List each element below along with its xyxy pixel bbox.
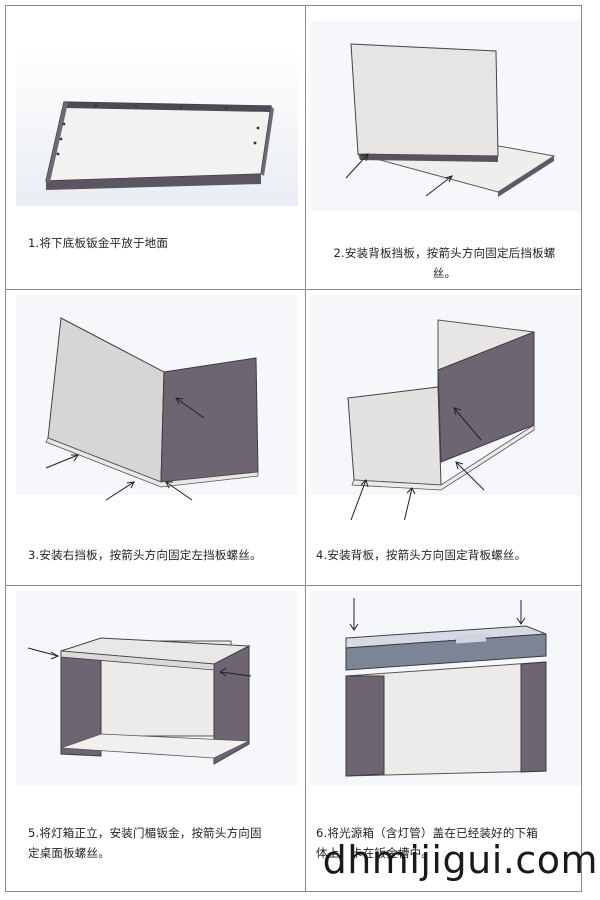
- step-2-caption-line1: 2.安装背板挡板，按箭头方向固定后挡板螺: [333, 246, 556, 260]
- step-4-illustration: [311, 295, 581, 520]
- step-1-cell: 1.将下底板钣金平放于地面: [6, 6, 305, 289]
- row-divider-2: [6, 585, 581, 586]
- step-6-caption-line2: 体上，卡在钣金槽中。: [316, 846, 433, 860]
- step-3-illustration: [16, 295, 298, 501]
- step-5-caption-line1: 5.将灯箱正立，安装门楣钣金，按箭头方向固: [28, 826, 262, 840]
- step-2-cell: 2.安装背板挡板，按箭头方向固定后挡板螺 丝。: [306, 6, 583, 289]
- step-6-illustration: [311, 591, 581, 786]
- step-4-cell: 4.安装背板，按箭头方向固定背板螺丝。: [306, 290, 583, 585]
- step-4-caption: 4.安装背板，按箭头方向固定背板螺丝。: [316, 548, 527, 562]
- step-2-illustration: [311, 21, 581, 211]
- step-3-caption: 3.安装右挡板，按箭头方向固定左挡板螺丝。: [28, 548, 262, 562]
- step-6-cell: 6.将光源箱（含灯管）盖在已经装好的下箱 体上，卡在钣金槽中。: [306, 586, 583, 892]
- instruction-table: 1.将下底板钣金平放于地面 2.安装背板挡板，按箭头方向固定后挡板螺 丝。: [5, 5, 582, 892]
- step-5-caption-line2: 定桌面板螺丝。: [28, 846, 110, 860]
- step-1-illustration: [16, 46, 298, 206]
- step-5-cell: 5.将灯箱正立，安装门楣钣金，按箭头方向固 定桌面板螺丝。: [6, 586, 305, 892]
- column-divider: [305, 6, 306, 891]
- watermark: dhmijigui.com: [322, 838, 598, 882]
- step-1-caption: 1.将下底板钣金平放于地面: [28, 236, 169, 250]
- step-5-illustration: [16, 591, 298, 786]
- row-divider-1: [6, 289, 581, 290]
- step-2-caption-line2: 丝。: [432, 266, 457, 280]
- step-3-cell: 3.安装右挡板，按箭头方向固定左挡板螺丝。: [6, 290, 305, 585]
- step-6-caption-line1: 6.将光源箱（含灯管）盖在已经装好的下箱: [316, 826, 538, 840]
